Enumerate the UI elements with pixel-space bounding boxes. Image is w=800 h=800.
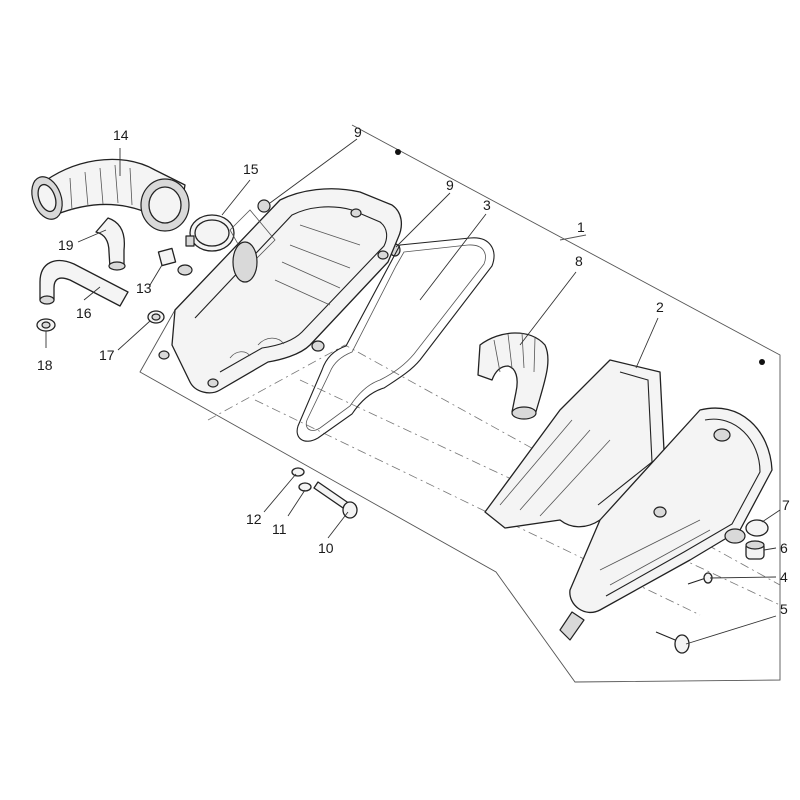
- leader-line: [117, 320, 151, 351]
- alignment-line: [207, 344, 781, 586]
- leader-line: [149, 264, 163, 286]
- alignment-line: [299, 379, 781, 606]
- callout-15: 15: [243, 161, 259, 177]
- drain-plug-top: [745, 540, 765, 550]
- callout-11: 11: [272, 521, 287, 537]
- leader-line: [761, 509, 781, 523]
- nut-clip-part: [157, 247, 177, 267]
- intake-duct-part: [31, 158, 190, 232]
- callout-1: 1: [577, 219, 585, 235]
- callout-10: 10: [318, 540, 334, 556]
- inner-duct-part: [477, 332, 549, 420]
- leader-line: [635, 317, 659, 369]
- leader-line: [685, 615, 777, 645]
- washer-part: [311, 340, 325, 352]
- leader-line: [83, 286, 101, 301]
- group-bracket-line: [559, 234, 587, 241]
- housing-gasket-part: [296, 237, 495, 442]
- spring-clip-inner: [151, 313, 161, 321]
- screw-part: [687, 577, 707, 585]
- leader-line: [77, 229, 107, 243]
- small-clamp-part: [177, 264, 193, 276]
- elbow-hose-part: [95, 217, 126, 269]
- alignment-line: [254, 399, 701, 616]
- leader-line: [221, 179, 251, 216]
- callout-8: 8: [575, 253, 583, 269]
- callout-12: 12: [246, 511, 262, 527]
- callout-7: 7: [782, 497, 790, 513]
- assembly-frame: [139, 124, 781, 683]
- callout-3: 3: [483, 197, 491, 213]
- leader-line: [709, 576, 777, 579]
- callout-16: 16: [76, 305, 92, 321]
- filter-element-part: [484, 359, 666, 529]
- washer-part: [298, 482, 312, 492]
- hose-clamp-inner: [194, 219, 230, 247]
- washer-part: [291, 467, 305, 477]
- leader-line: [395, 192, 451, 248]
- leader-line: [519, 271, 577, 346]
- bolt-head: [674, 634, 690, 654]
- housing-gasket-inner: [305, 244, 486, 431]
- leader-line: [419, 213, 487, 301]
- leader-line: [269, 138, 358, 204]
- hose-clip-inner: [41, 321, 51, 329]
- hose-clamp-screw: [185, 235, 195, 247]
- callout-17: 17: [99, 347, 115, 363]
- leader-line: [327, 511, 349, 539]
- callout-14: 14: [113, 127, 129, 143]
- callout-13: 13: [136, 280, 152, 296]
- breather-hose-end: [39, 295, 55, 305]
- leader-line: [263, 473, 297, 513]
- callout-4: 4: [780, 569, 788, 585]
- reference-dot: [395, 149, 401, 155]
- callout-9-right: 9: [446, 177, 454, 193]
- callout-6: 6: [780, 540, 788, 556]
- callout-5: 5: [780, 601, 788, 617]
- leader-line: [763, 547, 777, 551]
- callout-18: 18: [37, 357, 53, 373]
- leader-line: [287, 489, 306, 517]
- elbow-hose-end: [108, 261, 126, 271]
- reference-dot: [759, 359, 765, 365]
- drain-clip-part: [745, 519, 769, 537]
- callout-19: 19: [58, 237, 74, 253]
- washer-part: [257, 199, 271, 213]
- callout-9-top: 9: [354, 124, 362, 140]
- filter-cover-part: [559, 407, 773, 641]
- breather-hose-part: [39, 259, 129, 307]
- callout-2: 2: [656, 299, 664, 315]
- filter-housing-part: [158, 188, 403, 394]
